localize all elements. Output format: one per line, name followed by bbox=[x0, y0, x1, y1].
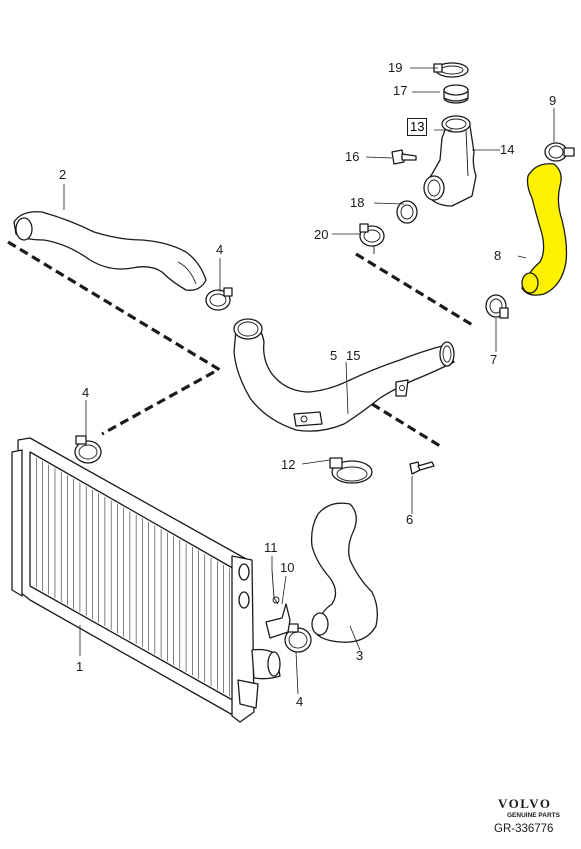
callout-4-upper: 4 bbox=[216, 242, 224, 257]
pipe-part-5-15 bbox=[233, 318, 455, 432]
callout-19: 19 bbox=[388, 60, 403, 75]
clamp-part-19 bbox=[433, 62, 469, 78]
callout-20: 20 bbox=[314, 227, 329, 242]
bolt-part-6 bbox=[409, 461, 435, 475]
clamp-part-7 bbox=[485, 294, 509, 319]
seal-part-18 bbox=[396, 200, 418, 224]
hose-part-2 bbox=[13, 211, 207, 291]
clamp-part-4-left bbox=[74, 435, 102, 464]
callout-14: 14 bbox=[500, 142, 515, 157]
sleeve-part-17 bbox=[443, 84, 469, 104]
bolt-part-16 bbox=[391, 149, 417, 165]
clamp-part-4-lower bbox=[284, 623, 312, 653]
callout-4-lower: 4 bbox=[296, 694, 304, 709]
callout-15: 15 bbox=[346, 348, 361, 363]
leader-lines bbox=[63, 67, 555, 695]
callout-7: 7 bbox=[490, 352, 498, 367]
callout-18: 18 bbox=[350, 195, 365, 210]
callout-1: 1 bbox=[76, 659, 84, 674]
dashed-guides bbox=[7, 240, 475, 448]
clamp-part-4-upper bbox=[205, 287, 233, 311]
callout-11: 11 bbox=[264, 540, 278, 555]
callout-16: 16 bbox=[345, 149, 360, 164]
callout-2: 2 bbox=[59, 167, 67, 182]
callout-9: 9 bbox=[549, 93, 557, 108]
callout-13-boxed: 13 bbox=[407, 118, 428, 136]
callout-10: 10 bbox=[280, 560, 295, 575]
connector-part-14 bbox=[423, 115, 477, 207]
callout-3: 3 bbox=[356, 648, 364, 663]
reference-number: GR-336776 bbox=[494, 823, 554, 835]
callout-17: 17 bbox=[393, 83, 408, 98]
hose-part-3 bbox=[310, 502, 378, 643]
callout-12: 12 bbox=[281, 457, 296, 472]
clamp-part-20 bbox=[359, 223, 385, 254]
volvo-logo: VOLVO bbox=[498, 796, 552, 811]
callout-5: 5 bbox=[330, 348, 338, 363]
intercooler-part-1 bbox=[11, 437, 281, 723]
hose-part-8-highlighted bbox=[521, 163, 568, 296]
callout-8: 8 bbox=[494, 248, 502, 263]
bracket-part-10-11 bbox=[265, 569, 291, 639]
callout-6: 6 bbox=[406, 512, 414, 527]
clamp-part-9 bbox=[544, 142, 575, 162]
callout-4-left: 4 bbox=[82, 385, 90, 400]
clamp-part-12 bbox=[329, 457, 373, 484]
genuine-parts-text: GENUINE PARTS bbox=[507, 812, 560, 819]
